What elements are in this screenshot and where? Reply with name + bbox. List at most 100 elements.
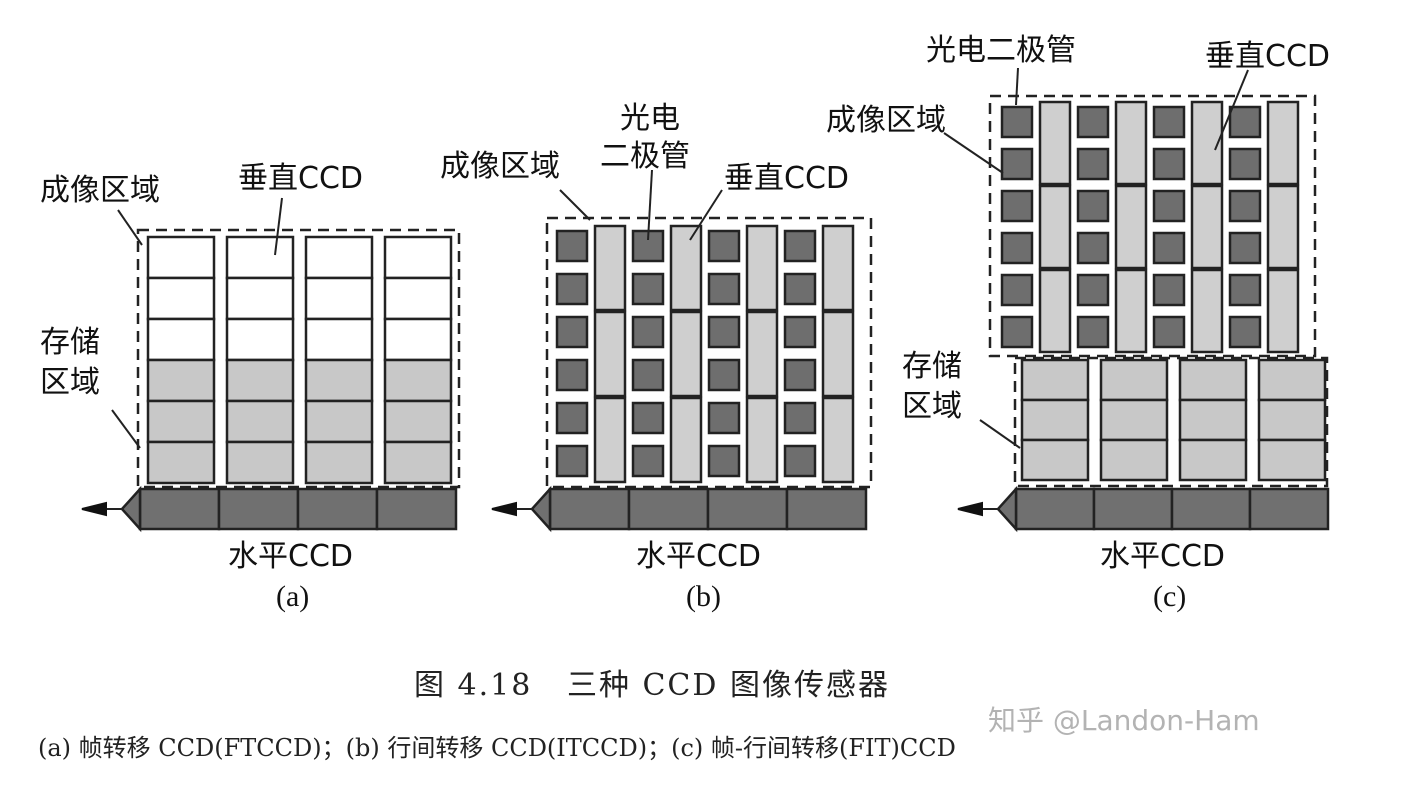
vertical-ccd-segment: [821, 224, 855, 312]
panel-a-sub-label: (a): [276, 580, 309, 613]
photodiode: [707, 444, 741, 478]
vertical-ccd-segment: [1038, 268, 1072, 354]
panel-a-horizontal-ccd-label: 水平CCD: [228, 539, 353, 574]
horizontal-ccd-segment: [785, 487, 868, 531]
photodiode: [783, 444, 817, 478]
panel-b-imaging-area-label: 成像区域: [440, 149, 560, 184]
storage-cell: [1178, 438, 1248, 482]
panel-c-photodiode-label: 光电二极管: [926, 33, 1076, 68]
vertical-ccd-segment: [1190, 184, 1224, 270]
vertical-ccd-segment: [1114, 268, 1148, 354]
horizontal-ccd-segment: [1248, 487, 1330, 531]
photodiode: [1228, 315, 1262, 349]
storage-cell: [1020, 358, 1090, 402]
vertical-ccd-segment: [593, 310, 627, 398]
photodiode: [783, 272, 817, 306]
storage-cell: [383, 358, 453, 403]
photodiode: [1228, 147, 1262, 181]
panel-b-horizontal-ccd: [491, 485, 868, 533]
storage-cell: [225, 399, 295, 444]
vertical-ccd-segment: [669, 396, 703, 484]
output-arrow-icon: [81, 501, 107, 517]
photodiode: [1000, 273, 1034, 307]
panel-c-imaging-area: [1000, 100, 1300, 354]
panel-a-vertical-ccd-label: 垂直CCD: [238, 161, 363, 196]
storage-cell: [1099, 398, 1169, 442]
photodiode: [707, 358, 741, 392]
photodiode: [555, 229, 589, 263]
panel-b-imaging-area: [555, 224, 855, 484]
vertical-ccd-segment: [1266, 268, 1300, 354]
photodiode: [1152, 231, 1186, 265]
photodiode: [1000, 105, 1034, 139]
storage-cell: [1257, 438, 1327, 482]
panel-c-horizontal-ccd-label: 水平CCD: [1100, 539, 1225, 574]
horizontal-ccd-output: [996, 485, 1018, 533]
horizontal-ccd-segment: [706, 487, 789, 531]
storage-cell: [304, 358, 374, 403]
photodiode: [707, 315, 741, 349]
panel-a-storage-leader: [111, 409, 141, 449]
photodiode: [1076, 231, 1110, 265]
photodiode: [1152, 147, 1186, 181]
photodiode: [631, 272, 665, 306]
panel-a: 成像区域 垂直CCD 存储 区域 水平CCD (a): [40, 161, 461, 613]
photodiode: [1076, 273, 1110, 307]
storage-cell: [146, 358, 216, 403]
photodiode: [783, 401, 817, 435]
horizontal-ccd-output: [530, 485, 552, 533]
panel-c-storage-area-border: [1013, 356, 1329, 488]
imaging-cell: [146, 235, 216, 280]
imaging-cell: [225, 276, 295, 321]
panel-c-storage-leader: [979, 419, 1021, 449]
storage-cell: [146, 399, 216, 444]
storage-cell: [1099, 358, 1169, 402]
photodiode: [1228, 231, 1262, 265]
photodiode: [1076, 315, 1110, 349]
photodiode: [1228, 189, 1262, 223]
panel-b-vertical-leader: [689, 189, 723, 241]
vertical-ccd-segment: [745, 310, 779, 398]
imaging-cell: [304, 235, 374, 280]
watermark: 知乎 @Landon-Ham: [988, 704, 1260, 737]
storage-cell: [383, 399, 453, 444]
photodiode: [783, 358, 817, 392]
horizontal-ccd-segment: [217, 487, 300, 531]
storage-cell: [225, 358, 295, 403]
storage-cell: [383, 440, 453, 485]
photodiode: [1152, 315, 1186, 349]
horizontal-ccd-segment: [296, 487, 379, 531]
photodiode: [1152, 189, 1186, 223]
panel-c: 光电二极管 垂直CCD 成像区域 存储 区域 水平CCD (c): [826, 33, 1330, 613]
panel-c-storage-area-label-1: 存储: [902, 349, 962, 384]
vertical-ccd-segment: [1038, 184, 1072, 270]
storage-cell: [1257, 358, 1327, 402]
imaging-cell: [146, 317, 216, 362]
storage-cell: [1178, 398, 1248, 442]
imaging-cell: [383, 317, 453, 362]
photodiode: [1076, 189, 1110, 223]
photodiode: [1152, 105, 1186, 139]
storage-cell: [1099, 438, 1169, 482]
output-arrow-icon: [491, 501, 517, 517]
photodiode: [707, 272, 741, 306]
photodiode: [631, 358, 665, 392]
vertical-ccd-segment: [1266, 184, 1300, 270]
panel-b-imaging-leader: [559, 189, 591, 221]
photodiode: [631, 315, 665, 349]
storage-cell: [225, 440, 295, 485]
panel-a-imaging-leader: [117, 209, 143, 246]
vertical-ccd-segment: [1038, 100, 1072, 186]
photodiode: [1000, 315, 1034, 349]
photodiode: [1228, 105, 1262, 139]
photodiode: [1000, 189, 1034, 223]
panel-c-vertical-leader: [1214, 69, 1249, 151]
panel-b-horizontal-ccd-label: 水平CCD: [636, 539, 761, 574]
vertical-ccd-segment: [1114, 184, 1148, 270]
imaging-cell: [146, 276, 216, 321]
imaging-cell: [383, 235, 453, 280]
imaging-cell: [304, 317, 374, 362]
photodiode: [555, 272, 589, 306]
panel-a-imaging-area: [146, 235, 453, 485]
vertical-ccd-segment: [1266, 100, 1300, 186]
